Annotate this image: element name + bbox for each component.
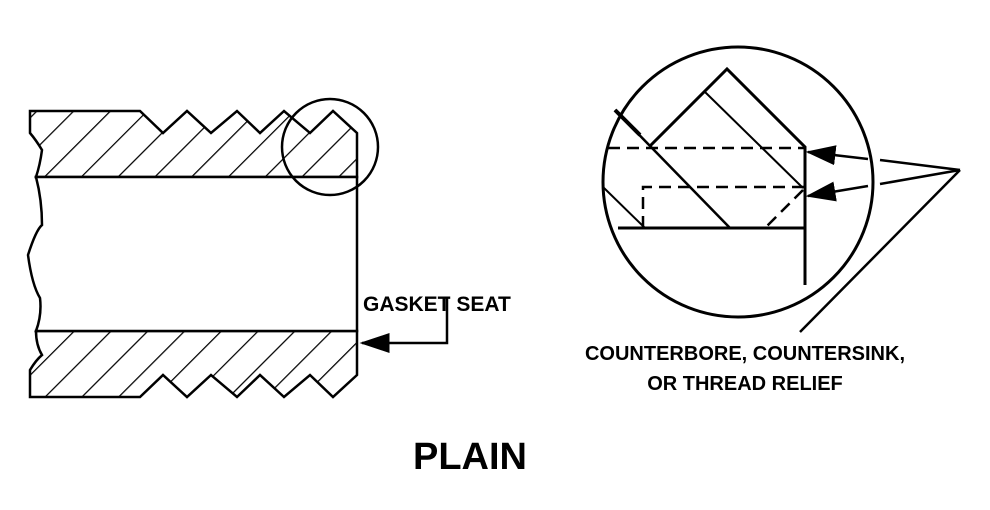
gasket-seat-leader-arrow	[359, 297, 449, 353]
detail-callout-circle	[280, 97, 380, 197]
gasket-seat-label: GASKET SEAT	[363, 293, 511, 316]
diagram-title: PLAIN	[413, 436, 527, 478]
detail-label-line2: OR THREAD RELIEF	[647, 373, 843, 395]
enlarged-detail	[601, 45, 875, 319]
bore-outline	[26, 175, 359, 333]
bottom-wall-section	[28, 329, 359, 399]
detail-label-line1: COUNTERBORE, COUNTERSINK,	[585, 343, 905, 365]
detail-leaders	[799, 145, 961, 333]
top-wall-section	[28, 109, 359, 179]
